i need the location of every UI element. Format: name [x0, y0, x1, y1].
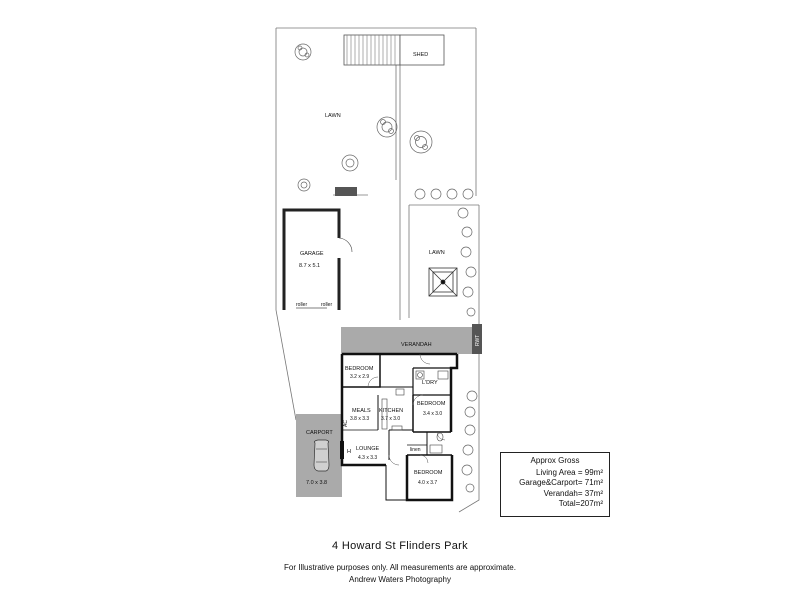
lawn-back-label: LAWN — [325, 113, 341, 119]
tree-icon — [376, 116, 398, 138]
shed-label: SHED — [413, 52, 428, 58]
kitchen-size: 3.7 x 3.0 — [381, 416, 400, 422]
trough-icon — [437, 370, 449, 380]
sink-icon — [415, 370, 425, 380]
heater-label: H — [347, 449, 351, 455]
carport: CARPORT 7.0 x 3.8 — [296, 414, 342, 497]
garage-size: 8.7 x 5.1 — [299, 263, 320, 269]
ac-label: AC — [343, 420, 349, 427]
tree-icons — [294, 43, 478, 493]
kitchen-label: KITCHEN — [379, 408, 403, 414]
area-row-value: 71m² — [584, 478, 603, 487]
area-heading: Approx Gross — [530, 456, 580, 465]
carport-label: CARPORT — [306, 430, 333, 436]
tree-icon — [294, 43, 312, 61]
rainwater-tank: RWT — [472, 324, 482, 354]
tree-icon — [341, 154, 359, 172]
lawn-side-label: LAWN — [429, 250, 445, 256]
area-row: Garage&Carport= 71m² — [507, 478, 603, 489]
tree-icon — [297, 178, 311, 192]
area-row-label: Living Area = — [536, 467, 583, 477]
area-row-value: 37m² — [584, 488, 603, 498]
lounge-label: LOUNGE — [356, 446, 380, 452]
garage-door-right: roller — [321, 302, 332, 308]
meals-label: MEALS — [352, 408, 371, 414]
area-row: Verandah= 37m² — [507, 489, 603, 500]
fixtures — [381, 370, 449, 454]
bedroom2-label: BEDROOM — [417, 401, 446, 407]
property-boundary — [275, 27, 480, 513]
photographer-credit: Andrew Waters Photography — [349, 575, 451, 584]
bedroom2-size: 3.4 x 3.0 — [423, 411, 442, 417]
bedroom3-size: 4.0 x 3.7 — [418, 480, 437, 486]
rwt-label: RWT — [475, 335, 481, 346]
verandah-label: VERANDAH — [401, 342, 432, 348]
bench-icon — [391, 425, 403, 431]
area-row-value: 207m² — [580, 499, 603, 508]
tree-icon — [409, 130, 433, 154]
car-icon — [313, 439, 330, 472]
bin-icon — [335, 187, 357, 196]
garage-door-left: roller — [296, 302, 307, 308]
linen-label: linen — [410, 447, 421, 453]
property-address: 4 Howard St Flinders Park — [332, 540, 468, 552]
bench-icon — [381, 398, 388, 430]
garage-label: GARAGE — [300, 251, 324, 257]
area-row-label: Total= — [558, 499, 581, 508]
gazebo-icon — [428, 267, 458, 297]
area-row-label: Verandah= — [543, 488, 583, 498]
bedroom1-label: BEDROOM — [345, 366, 374, 372]
disclaimer: For Illustrative purposes only. All meas… — [284, 563, 516, 572]
door-swings — [367, 353, 446, 466]
area-row: Total=207m² — [507, 499, 603, 510]
shrub-row — [414, 188, 478, 493]
house — [340, 352, 459, 502]
area-row-label: Garage&Carport= — [519, 478, 583, 487]
basin-icon — [429, 444, 443, 454]
toilet-icon — [436, 432, 444, 442]
meals-size: 3.8 x 3.3 — [350, 416, 369, 422]
area-summary: Approx Gross Living Area = 99m² Garage&C… — [500, 452, 610, 517]
garage: GARAGE 8.7 x 5.1 roller roller — [282, 208, 353, 310]
verandah: VERANDAH — [341, 327, 472, 354]
area-row: Living Area = 99m² — [507, 468, 603, 479]
heater-block — [340, 441, 344, 459]
area-row-value: 99m² — [584, 467, 603, 477]
shed: SHED — [343, 34, 445, 66]
laundry-label: L'DRY — [422, 380, 438, 386]
lounge-size: 4.3 x 3.3 — [358, 455, 377, 461]
carport-size: 7.0 x 3.8 — [306, 480, 327, 486]
bedroom1-size: 3.2 x 2.9 — [350, 374, 369, 380]
stove-icon — [395, 388, 405, 396]
bedroom3-label: BEDROOM — [414, 470, 443, 476]
